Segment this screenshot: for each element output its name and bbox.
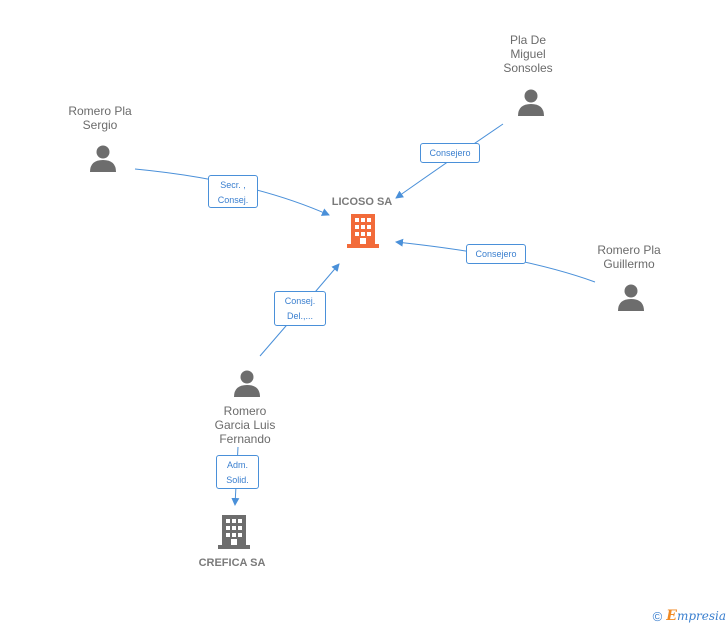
node-label-crefica: CREFICA SA [198,557,266,569]
edge-label-luis-crefica[interactable]: Adm. Solid. [216,455,259,489]
edge-label-luis-licoso[interactable]: Consej. Del.,... [274,291,326,326]
node-label-licoso: LICOSO SA [331,196,393,208]
node-label-romero-guillermo: Romero Pla Guillermo [597,243,661,271]
person-icon[interactable] [517,88,545,116]
edge-label-pla-licoso[interactable]: Consejero [420,143,480,163]
edge-label-guillermo-licoso[interactable]: Consejero [466,244,526,264]
person-icon[interactable] [617,283,645,311]
building-icon[interactable] [218,515,250,549]
copyright-icon: © [652,608,663,624]
footer-brand: © Empresia [653,608,726,624]
person-icon[interactable] [89,144,117,172]
person-icon[interactable] [233,369,261,397]
brand-logo: Empresia [666,608,726,624]
node-label-romero-luis: Romero Garcia Luis Fernando [214,404,276,446]
building-icon[interactable] [347,214,379,248]
node-label-romero-sergio: Romero Pla Sergio [68,104,132,132]
edge-label-sergio-licoso[interactable]: Secr. , Consej. [208,175,258,208]
node-label-pla-de-miguel: Pla De Miguel Sonsoles [503,33,553,75]
